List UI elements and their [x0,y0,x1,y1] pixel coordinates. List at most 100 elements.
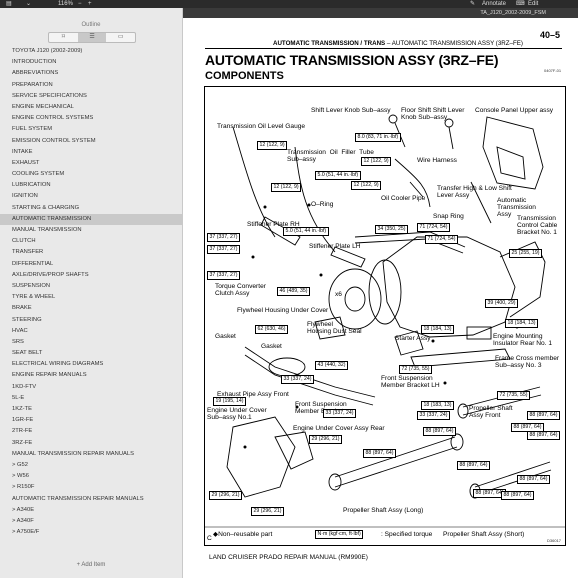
outline-item[interactable]: SRS [12,338,24,345]
outline-item[interactable]: > G52 [12,461,28,468]
torque-callout: 88 (897, 64) [457,461,490,470]
edit-icon[interactable]: ⌨ [516,1,525,7]
view-menu-icon[interactable]: ⌄ [26,1,32,7]
outline-item[interactable]: ENGINE CONTROL SYSTEMS [12,115,94,122]
outline-item[interactable]: FUEL SYSTEM [12,126,53,133]
outline-view-icon[interactable]: ☰ [77,33,107,42]
torque-callout: 29 (296, 21) [251,507,284,516]
label-prop-short: Propeller Shaft Assy (Short) [443,531,525,538]
torque-callout: 71 (724, 54) [417,223,450,232]
outline-item[interactable]: > W56 [12,473,29,480]
outline-item[interactable]: TRANSFER [12,249,44,256]
outline-item[interactable]: 2TR-FE [12,428,33,435]
thumbnail-view-icon[interactable]: ▭ [117,34,124,40]
bolt-dot [295,405,299,409]
floor-shift-knob-shape [444,118,454,128]
outline-item[interactable]: STARTING & CHARGING [12,204,80,211]
outline-item[interactable]: COOLING SYSTEM [12,171,65,178]
outline-item[interactable]: INTAKE [12,148,33,155]
label-under-rear: Engine Under Cover Assy Rear [293,425,385,432]
torque-callout: 29 (296, 21) [209,491,242,500]
torque-callout: 33 (337, 24) [281,375,314,384]
torque-callout: 88 (897, 64) [423,427,456,436]
label-stiff-rh: Stiffener Plate RH [247,221,300,228]
sidebar-toggle-icon[interactable]: ▤ [6,1,12,7]
page-code: 0407F-01 [544,68,562,73]
outline-item[interactable]: IGNITION [12,193,38,200]
outline-item[interactable]: ELECTRICAL WIRING DIAGRAMS [12,361,104,368]
outline-item[interactable]: > A750E/F [12,529,40,536]
outline-item[interactable]: HVAC [12,327,28,334]
prop-shaft-long-joint [328,473,342,491]
torque-callout: 37 (337, 27) [207,233,240,242]
outline-item[interactable]: AUTOMATIC TRANSMISSION [0,213,182,225]
flywheel-cover-shape [314,316,346,340]
prop-shaft-long-joint-rear [450,433,464,451]
label-fr-susp-lh: Front Suspension Member Bracket LH [381,375,440,389]
outline-item[interactable]: EXHAUST [12,159,40,166]
outline-item[interactable]: MANUAL TRANSMISSION REPAIR MANUALS [12,450,134,457]
outline-item[interactable]: AXLE/DRIVE/PROP SHAFTS [12,271,89,278]
torque-callout: 29 (296, 21) [309,435,342,444]
torque-callout: 39 (400, 29) [485,299,518,308]
label-legend-nonreuse: ◆Non–reusable part [213,531,273,538]
zoom-in-icon[interactable]: + [88,1,92,7]
edit-button[interactable]: Edit [528,1,539,7]
outline-item[interactable]: PREPARATION [12,81,53,88]
outline-item[interactable]: SEAT BELT [12,350,43,357]
outline-list: TOYOTA J120 (2002-2009) INTRODUCTION ABBRE… [0,46,182,538]
zoom-level[interactable]: 116% [58,1,73,7]
tailhousing-shape [499,241,546,318]
outline-item[interactable]: LUBRICATION [12,182,51,189]
outline-item[interactable]: SERVICE SPECIFICATIONS [12,92,87,99]
figure-code: D36017 [547,538,562,543]
outline-item[interactable]: > R150F [12,484,35,491]
oil-level-gauge-line [232,126,276,238]
outline-title: Outline [81,22,101,28]
label-wire-harness: Wire Harness [417,157,457,164]
outline-item[interactable]: MANUAL TRANSMISSION [12,227,82,233]
engine-under-cover-rear-shape [274,431,314,470]
running-head: AUTOMATIC TRANSMISSION / TRANS – AUTOMAT… [273,40,523,47]
label-console-panel: Console Panel Upper assy [475,107,554,114]
outline-item[interactable]: STEERING [12,316,42,323]
outline-item[interactable]: > A340E [12,506,35,513]
bookmark-view-icon[interactable]: ⌑ [61,34,65,40]
torque-callout: 5.0 (51, 44 in.·lbf) [283,227,329,236]
outline-item[interactable]: TYRE & WHEEL [12,294,56,301]
bolt-dot [319,273,323,277]
outline-item[interactable]: TOYOTA J120 (2002-2009) [12,48,83,54]
bolt-dot [243,445,247,449]
outline-item[interactable]: INTRODUCTION [12,59,57,66]
outline-item[interactable]: DIFFERENTIAL [12,260,54,267]
outline-item[interactable]: EMISSION CONTROL SYSTEM [12,137,96,144]
torque-callout: 25 (255, 19) [509,249,542,258]
outline-item[interactable]: BRAKE [12,305,32,312]
outline-item[interactable]: ENGINE REPAIR MANUALS [12,372,87,379]
label-under-no1: Engine Under Cover Sub–assy No.1 [207,407,267,421]
outline-item[interactable]: 5L-E [12,394,25,401]
exploded-view-drawing [205,114,565,528]
outline-item[interactable]: 1KZ-TE [12,406,32,412]
annotate-icon[interactable]: ✎ [470,1,476,7]
outline-item[interactable]: 3RZ-FE [12,439,33,446]
outline-item[interactable]: ENGINE MECHANICAL [12,103,74,110]
outline-item[interactable]: CLUTCH [12,238,36,245]
bolt-dot [251,255,255,259]
transmission-body-shape [382,236,516,338]
add-item-button[interactable]: + Add Item [76,562,106,568]
zoom-out-icon[interactable]: − [78,1,82,7]
outline-item[interactable]: AUTOMATIC TRANSMISSION REPAIR MANUALS [12,495,144,502]
annotate-button[interactable]: Annotate [482,1,507,7]
torque-callout: 18 (183, 13) [421,401,454,410]
stiffener-lh-shape [330,246,366,268]
outline-item[interactable]: 1KD-FTV [12,383,37,390]
prop-shaft-long-shape [334,436,458,488]
outline-item[interactable]: 1GR-FE [12,417,34,424]
outline-item[interactable]: SUSPENSION [12,282,51,289]
outline-item[interactable]: ABBREVIATIONS [12,70,59,77]
bolt-dot [307,203,311,207]
header-rule [205,48,562,49]
outline-item[interactable]: > A340F [12,517,34,524]
torque-callout: 33 (337, 24) [323,409,356,418]
